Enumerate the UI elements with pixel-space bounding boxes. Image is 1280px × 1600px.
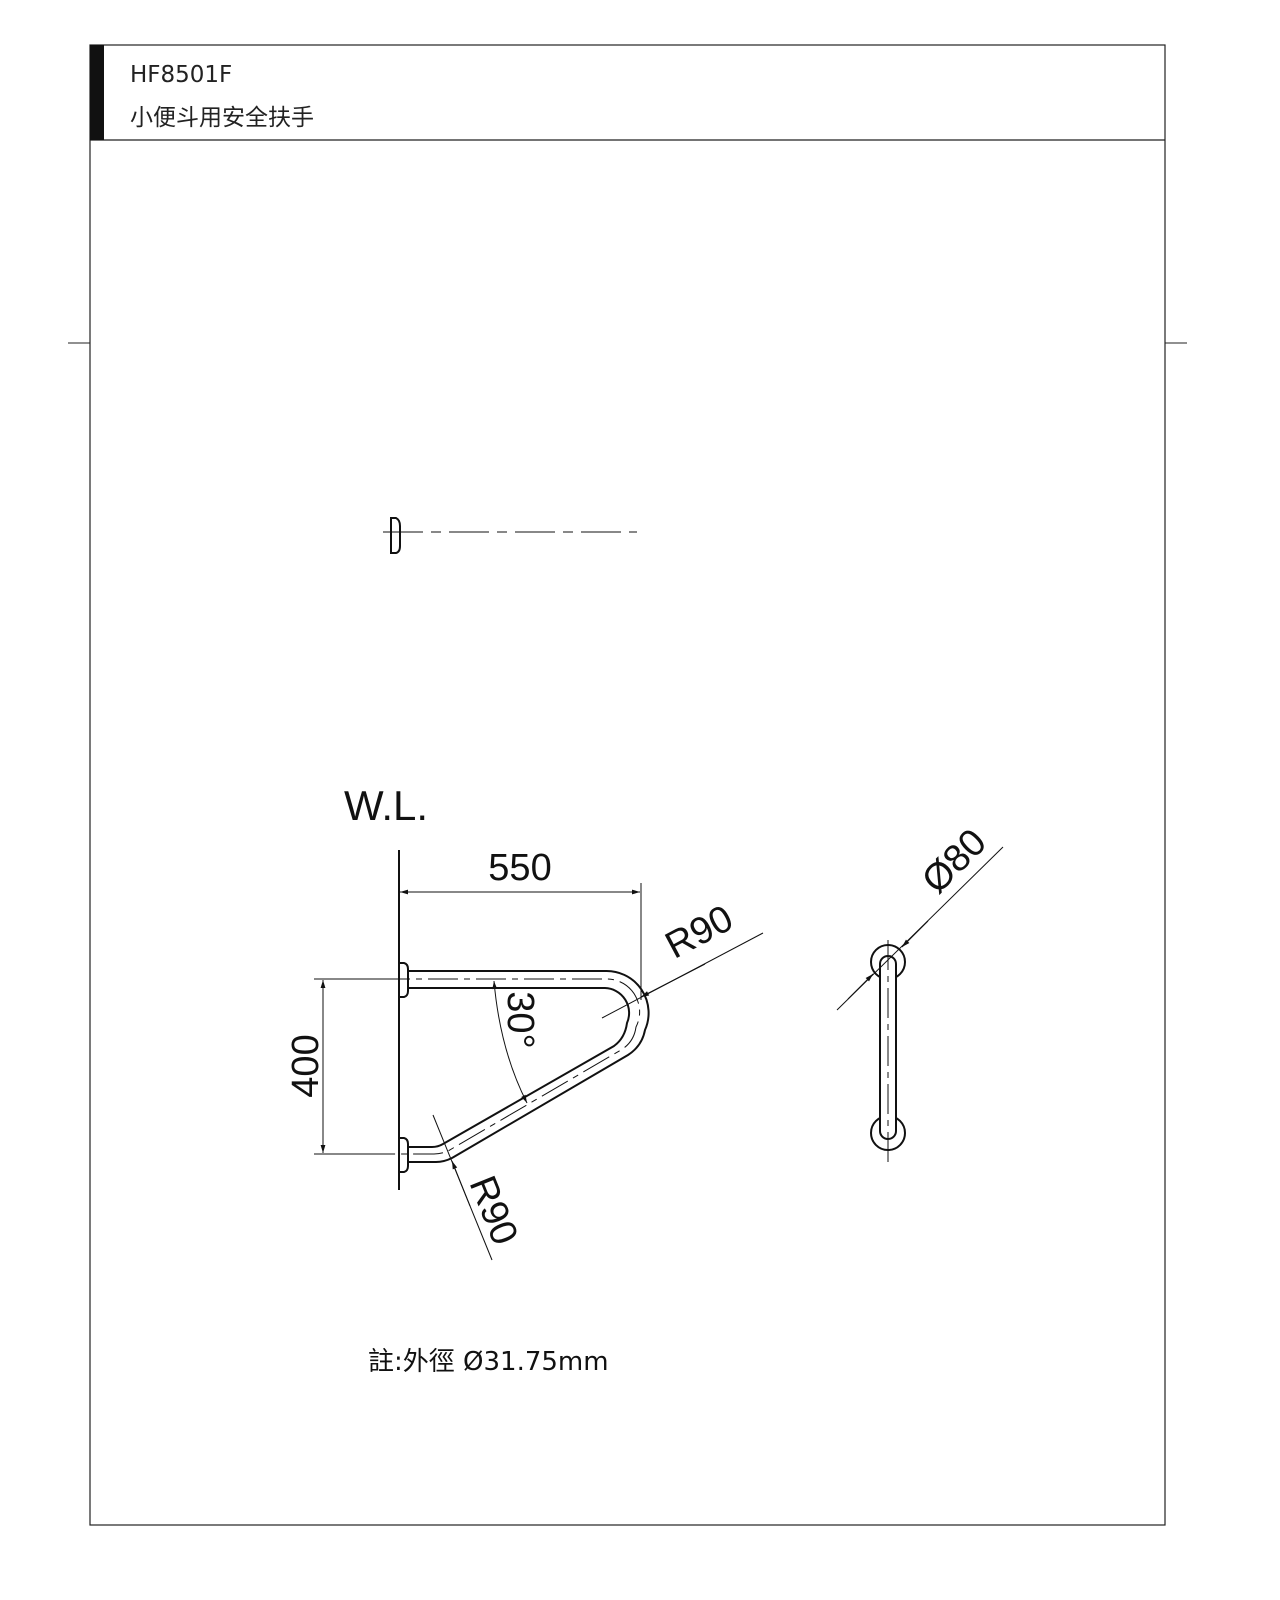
grab-bar-centerline [380, 978, 641, 1155]
sheet-border [89, 44, 1166, 1526]
upper-flange [400, 962, 409, 998]
side-elevation [380, 850, 650, 1190]
flange-diameter-label: Ø80 [914, 821, 994, 901]
product-name: 小便斗用安全扶手 [130, 105, 314, 131]
grab-bar-outer [408, 969, 650, 1163]
model-number: HF8501F [130, 62, 233, 88]
note-text: 註:外徑 Ø31.75mm [368, 1347, 609, 1377]
bend-radius-upper-label: R90 [659, 897, 740, 967]
header-accent-bar [90, 45, 104, 140]
grab-bar-inner [408, 987, 631, 1148]
dimensions [314, 883, 764, 1261]
wall-label: W.L. [344, 782, 428, 829]
bend-radius-lower-label: R90 [461, 1170, 526, 1250]
front-view [836, 846, 1004, 1165]
lower-flange [400, 1137, 409, 1173]
dim-width-label: 550 [488, 847, 551, 889]
angle-arc [492, 980, 528, 1104]
angle-label: 30° [499, 991, 541, 1048]
top-view [383, 517, 637, 554]
dim-height-label: 400 [285, 1034, 327, 1097]
